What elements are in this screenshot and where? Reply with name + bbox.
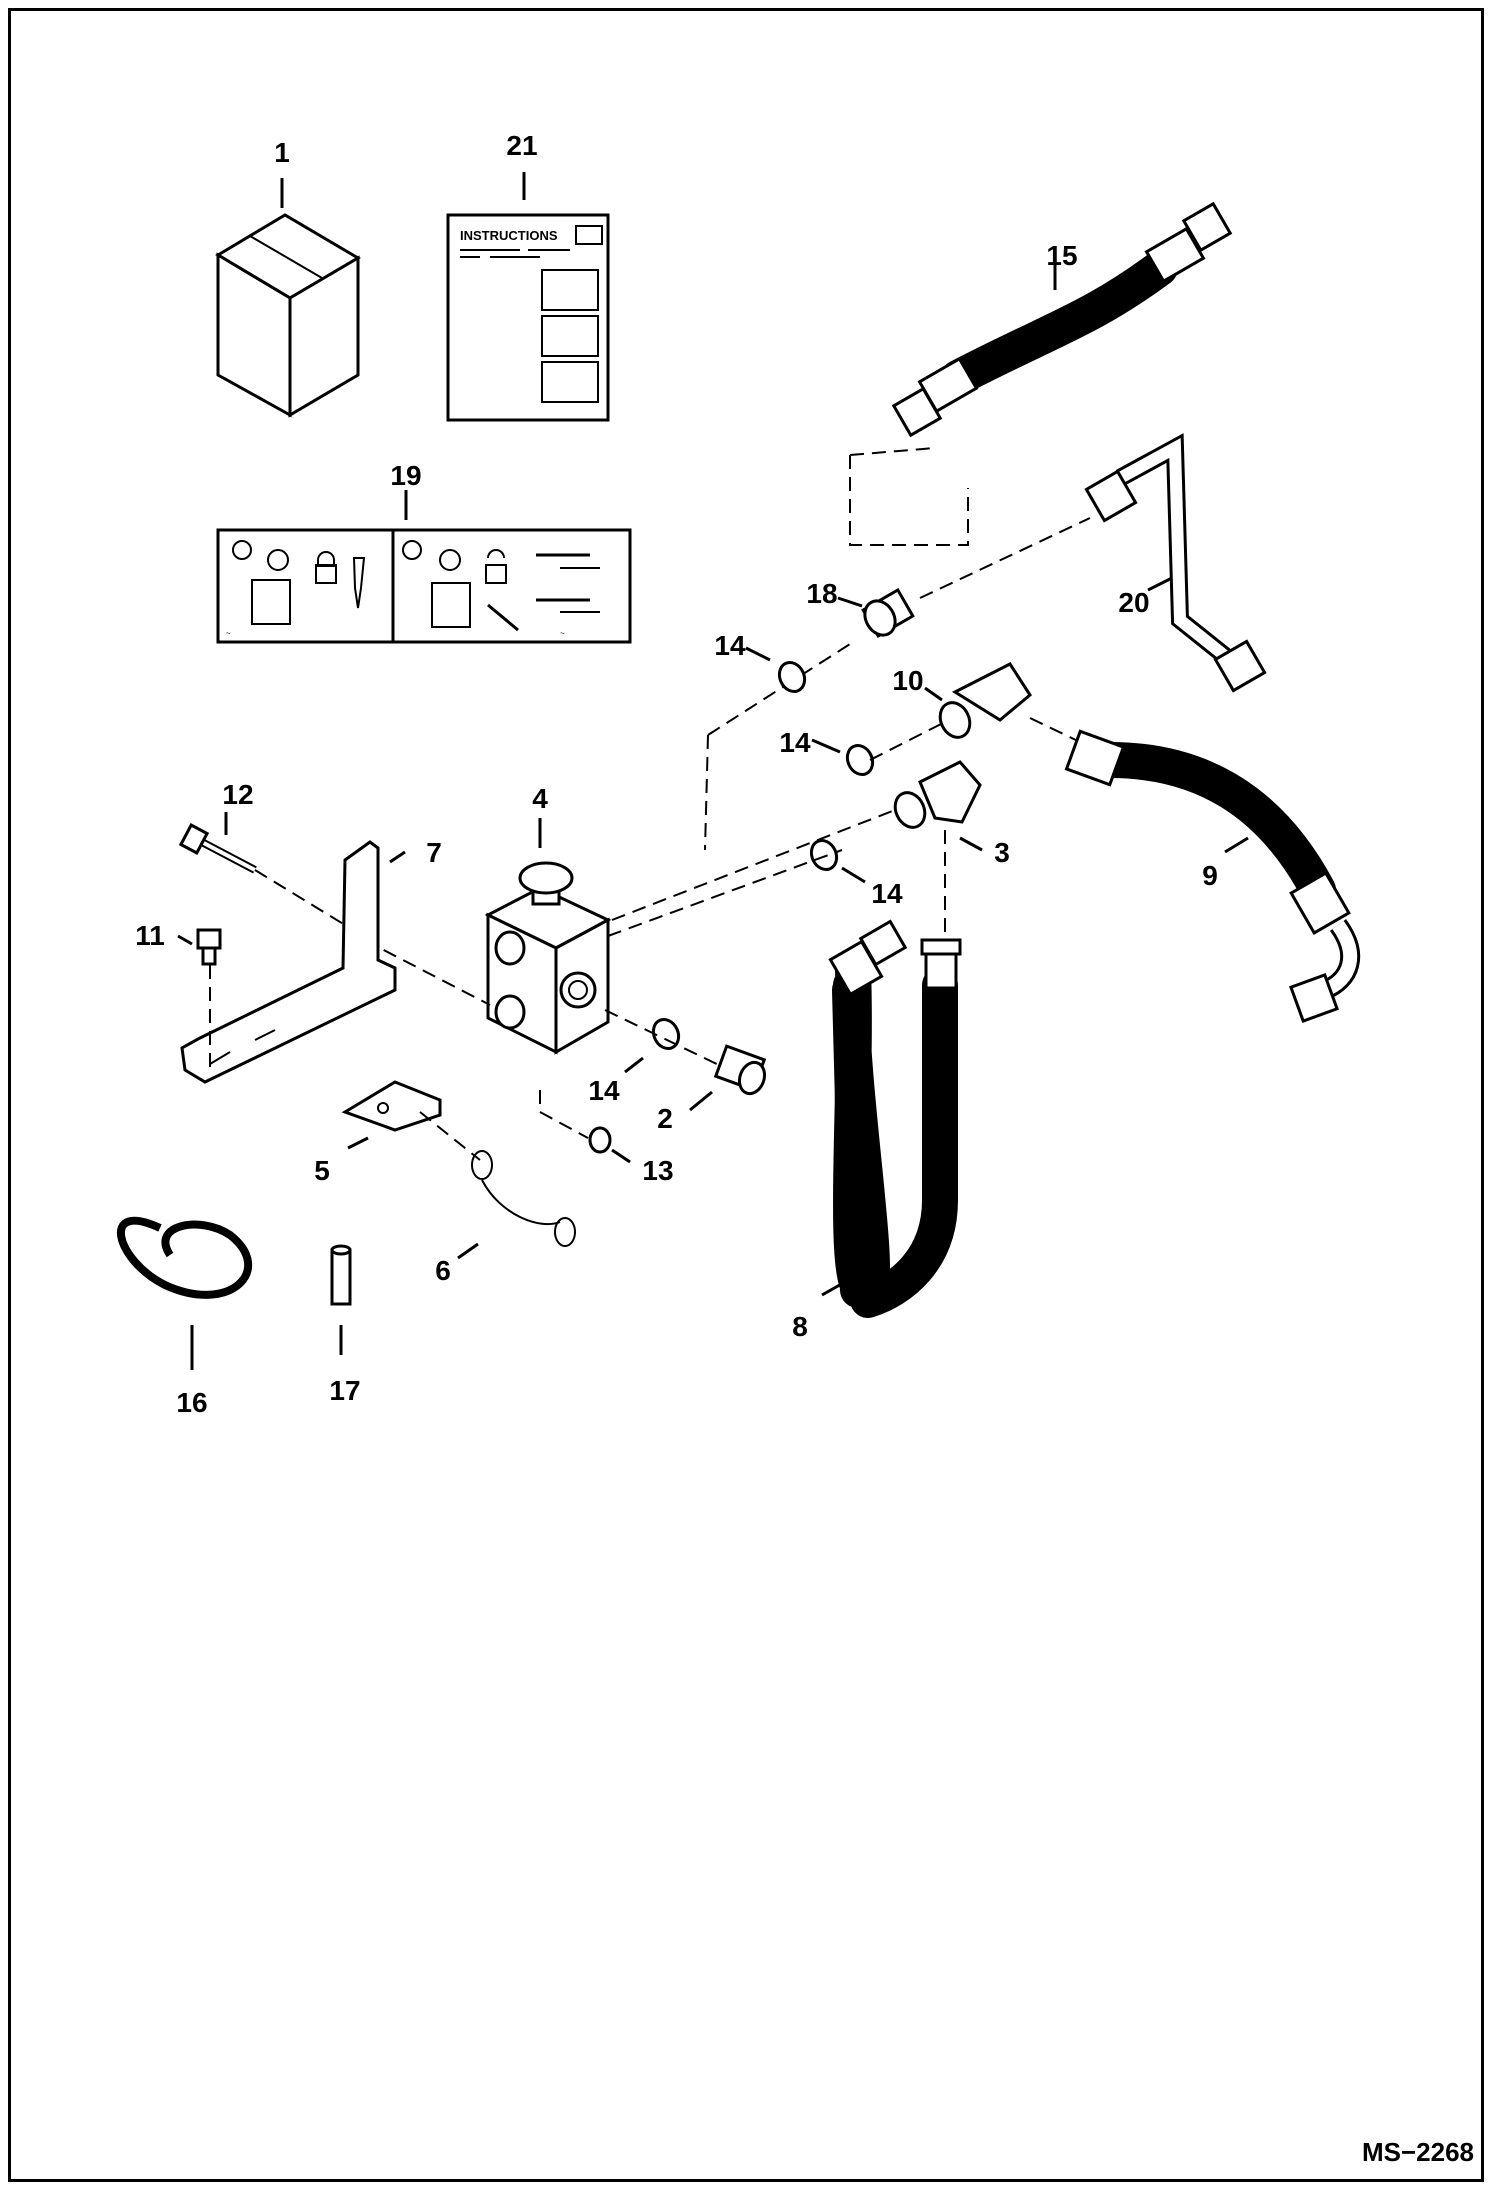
callout-15: 15 (1046, 240, 1077, 271)
part-18-fitting (861, 587, 915, 639)
part-6-lanyard (471, 1150, 576, 1247)
callout-6: 6 (435, 1255, 451, 1286)
callout-14-d: 14 (588, 1075, 620, 1106)
part-14-oring-a (777, 660, 807, 694)
part-14-oring-d (651, 1017, 681, 1051)
part-12-bolt (178, 823, 257, 874)
part-2-fitting (713, 1044, 767, 1096)
callout-14-b: 14 (779, 727, 811, 758)
callout-14-a: 14 (714, 630, 746, 661)
part-8-hose (828, 919, 962, 1318)
callout-7: 7 (426, 837, 442, 868)
part-4-valve (484, 861, 612, 1055)
callout-1: 1 (274, 137, 290, 168)
part-20-tube (1084, 433, 1267, 693)
part-14-oring-c (809, 838, 839, 872)
part-16-coil (117, 1216, 253, 1299)
callout-8: 8 (792, 1311, 808, 1342)
svg-text:~: ~ (560, 629, 565, 638)
instructions-heading: INSTRUCTIONS (460, 228, 558, 243)
part-15-hose (891, 201, 1233, 438)
part-9-hose (1064, 729, 1361, 1023)
part-7-bracket (180, 840, 397, 1084)
part-5-clip (341, 1080, 442, 1132)
callout-21: 21 (506, 130, 537, 161)
part-19-decal: ~ ~ (216, 528, 632, 644)
callout-14-c: 14 (871, 878, 903, 909)
part-11-bolt (196, 928, 222, 966)
callout-17: 17 (329, 1375, 360, 1406)
callout-16: 16 (176, 1387, 207, 1418)
callout-2: 2 (657, 1103, 673, 1134)
callout-20: 20 (1118, 587, 1149, 618)
callout-11: 11 (135, 920, 165, 951)
callout-3: 3 (994, 837, 1010, 868)
callout-10: 10 (892, 665, 923, 696)
callout-9: 9 (1202, 860, 1218, 891)
callout-19: 19 (390, 460, 421, 491)
callout-12: 12 (222, 779, 253, 810)
part-1-box (215, 213, 361, 418)
part-14-oring-b (845, 743, 875, 777)
callout-13: 13 (642, 1155, 673, 1186)
part-10-elbow (938, 662, 1032, 739)
drawing-id: MS−2268 (1361, 2137, 1474, 2167)
callout-4: 4 (532, 783, 548, 814)
callout-18: 18 (806, 578, 837, 609)
part-17-sleeve (330, 1244, 352, 1306)
svg-text:~: ~ (226, 629, 231, 638)
part-13-nut (588, 1126, 612, 1154)
part-3-elbow (893, 760, 982, 829)
callout-5: 5 (314, 1155, 330, 1186)
part-21-instructions: INSTRUCTIONS (446, 213, 610, 422)
drawing-frame (8, 8, 1484, 2182)
